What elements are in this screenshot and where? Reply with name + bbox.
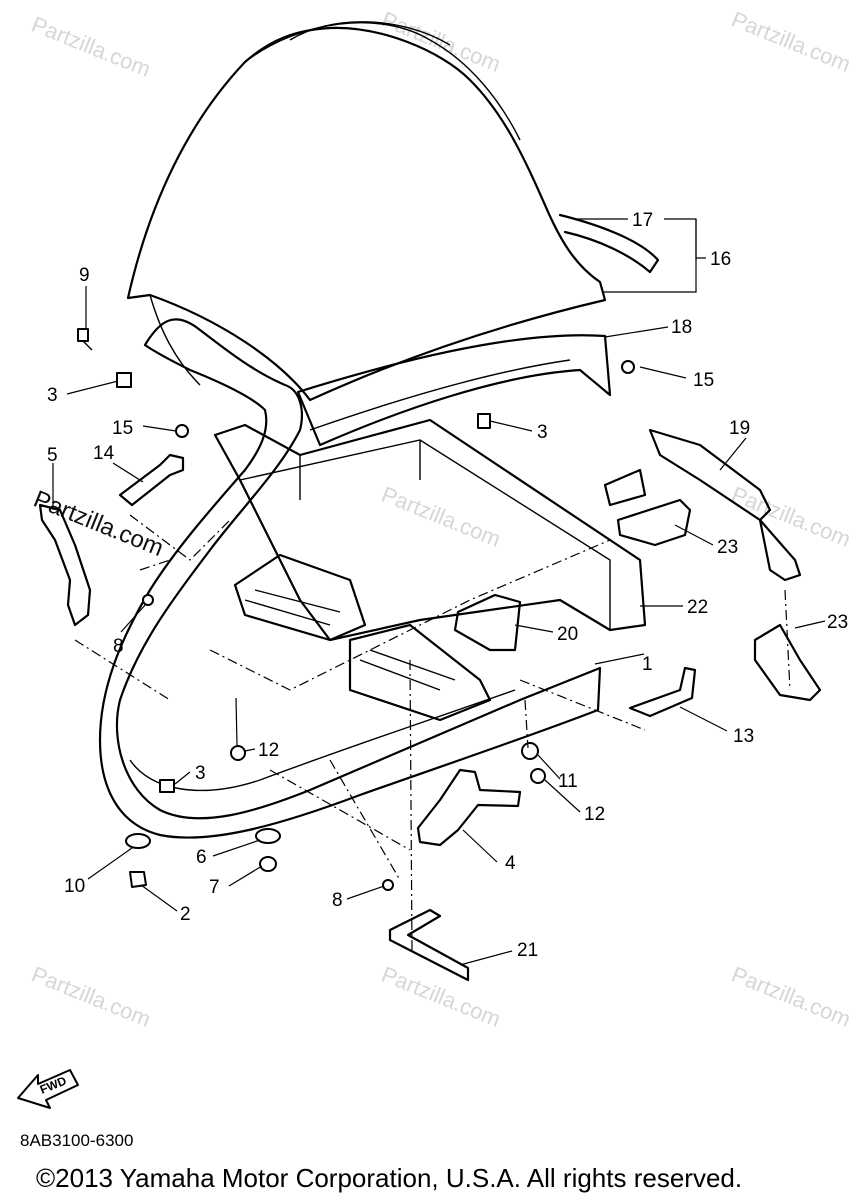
watermark-text-dark: Partzilla.com [30, 486, 167, 562]
grommets [125, 360, 635, 891]
callout-22: 22 [687, 597, 708, 618]
bolt-15-left [175, 424, 189, 438]
bolt-8-left [142, 594, 154, 606]
callout-14: 14 [93, 443, 115, 464]
watermark-text: Partzilla.com [28, 961, 154, 1031]
watermark-text: Partzilla.com [728, 6, 854, 76]
callout-12-left: 12 [258, 740, 279, 761]
callout-16: 16 [710, 249, 731, 270]
watermark-text: Partzilla.com [378, 961, 504, 1031]
callout-10: 10 [64, 876, 85, 897]
callout-labels: 1 2 3 3 3 4 5 6 7 8 8 9 10 11 12 12 13 1… [47, 210, 848, 961]
bracket-19 [603, 428, 802, 582]
watermark-layer: Partzilla.com Partzilla.com Partzilla.co… [28, 6, 854, 1031]
watermark-text: Partzilla.com [378, 481, 504, 551]
callout-8-bottom: 8 [332, 890, 343, 911]
callout-7: 7 [209, 877, 220, 898]
pad-piece [453, 593, 522, 652]
copyright-notice: ©2013 Yamaha Motor Corporation, U.S.A. A… [36, 1163, 743, 1193]
front-panel [296, 334, 612, 447]
diagram-code: 8AB3100-6300 [20, 1131, 134, 1150]
watermark-text: Partzilla.com [378, 6, 504, 76]
electronics-box [233, 553, 492, 722]
callout-12-right: 12 [584, 804, 605, 825]
leader-lines [52, 218, 826, 966]
watermark-text: Partzilla.com [728, 481, 854, 551]
callout-11: 11 [558, 771, 578, 792]
callout-13: 13 [733, 726, 754, 747]
callout-21: 21 [517, 940, 538, 961]
callout-20: 20 [557, 624, 578, 645]
callout-23-lower: 23 [827, 612, 848, 633]
callout-9: 9 [79, 265, 90, 286]
callout-3-left: 3 [47, 385, 58, 406]
bracket-13 [628, 666, 697, 718]
callout-18: 18 [671, 317, 692, 338]
watermark-text: Partzilla.com [728, 961, 854, 1031]
callout-1: 1 [642, 654, 653, 675]
assembly-lines [74, 514, 791, 951]
foam-block [213, 418, 647, 642]
fwd-arrow-icon: FWD [17, 1069, 79, 1109]
callout-15-left: 15 [112, 418, 133, 439]
callout-2: 2 [180, 904, 191, 925]
inner-frame [98, 318, 602, 839]
callout-8-left: 8 [113, 636, 124, 657]
bracket-4 [416, 768, 522, 847]
callout-3-right: 3 [537, 422, 548, 443]
bracket-5 [38, 503, 92, 627]
bracket-14 [118, 453, 185, 507]
callout-6: 6 [196, 847, 207, 868]
block-23-lower [753, 623, 822, 702]
watermark-text: Partzilla.com [28, 11, 154, 81]
callout-23-upper: 23 [717, 537, 738, 558]
callout-4: 4 [505, 853, 516, 874]
callout-3-bottom: 3 [195, 763, 206, 784]
rod-21 [388, 908, 470, 982]
callout-15-right: 15 [693, 370, 714, 391]
callout-5: 5 [47, 445, 58, 466]
callout-19: 19 [729, 418, 750, 439]
hood-cover [126, 21, 660, 402]
block-23-upper [616, 498, 692, 547]
callout-17: 17 [632, 210, 653, 231]
fasteners-left [77, 328, 132, 388]
